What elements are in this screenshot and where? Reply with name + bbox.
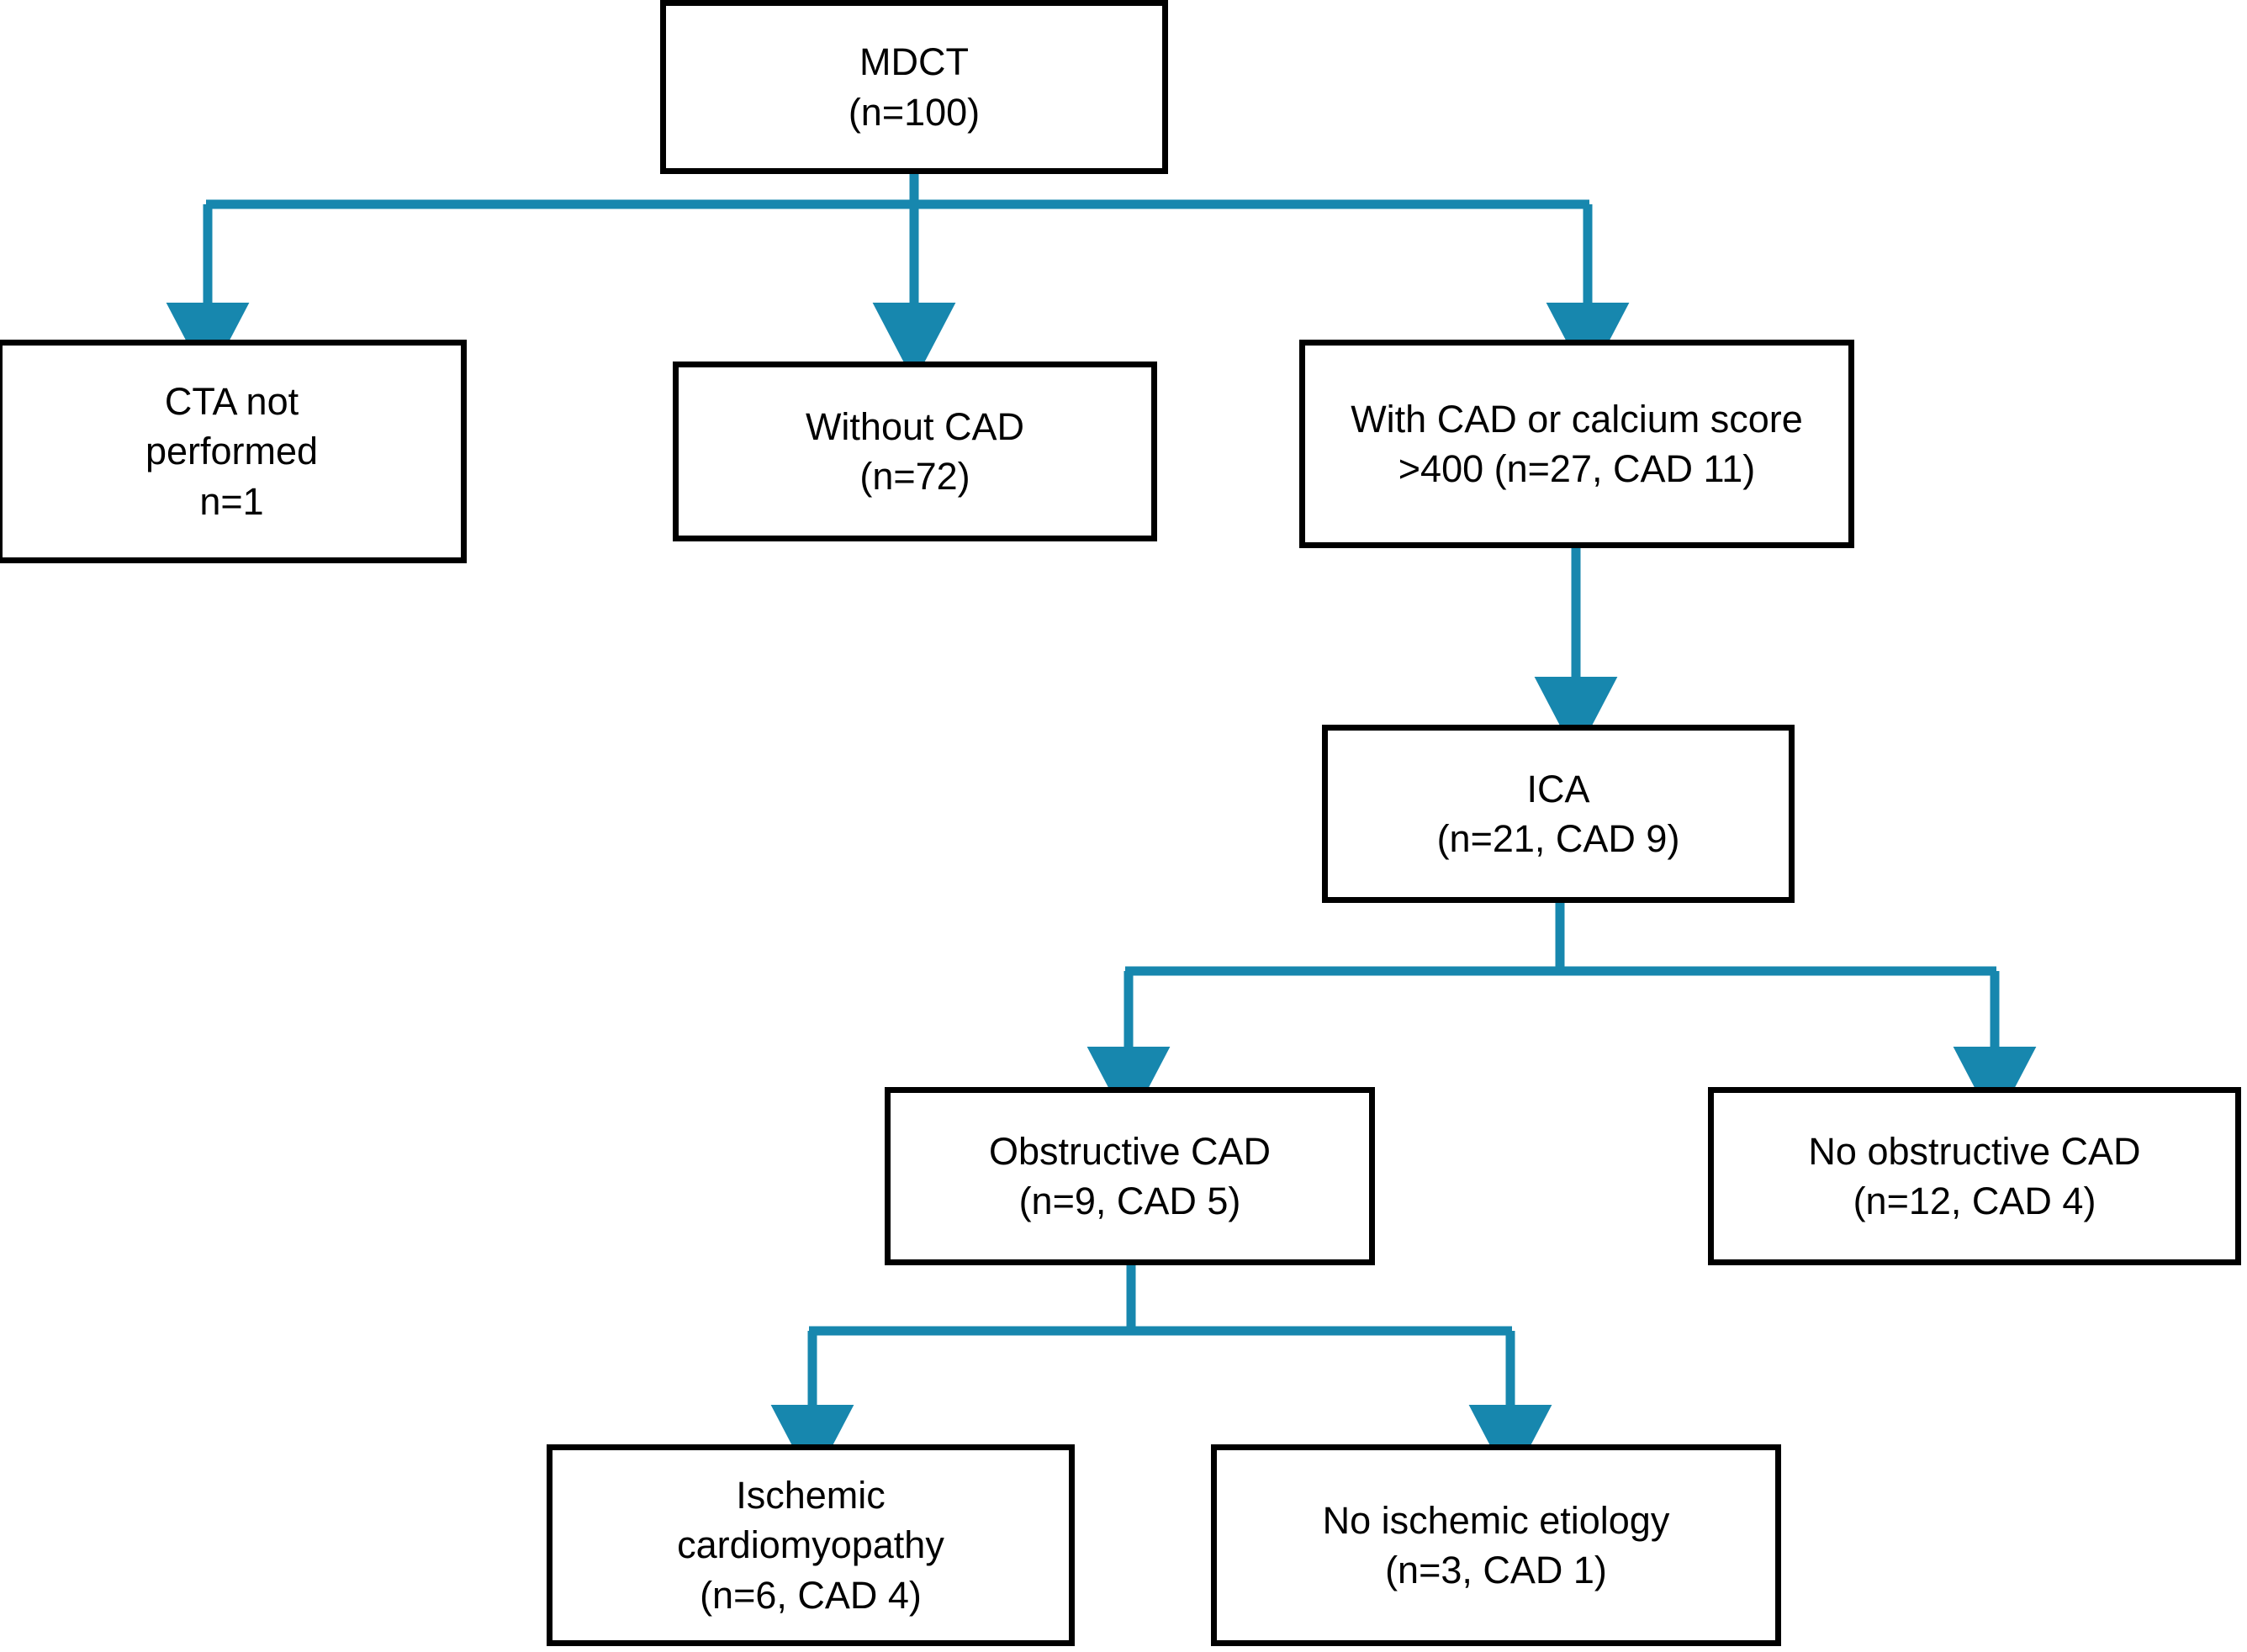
node-ica[interactable]: ICA (n=21, CAD 9) — [1322, 725, 1795, 903]
node-with-cad-or-calcium-label: With CAD or calcium score >400 (n=27, CA… — [1351, 397, 1803, 490]
node-ischemic-cardiomyopathy[interactable]: Ischemic cardiomyopathy (n=6, CAD 4) — [547, 1444, 1075, 1646]
node-obstructive-cad-label: Obstructive CAD (n=9, CAD 5) — [988, 1129, 1272, 1222]
node-with-cad-or-calcium[interactable]: With CAD or calcium score >400 (n=27, CA… — [1299, 340, 1854, 548]
node-mdct[interactable]: MDCT (n=100) — [660, 0, 1168, 174]
node-without-cad[interactable]: Without CAD (n=72) — [673, 362, 1157, 541]
node-no-ischemic-etiology[interactable]: No ischemic etiology (n=3, CAD 1) — [1211, 1444, 1781, 1646]
node-ischemic-cardiomyopathy-label: Ischemic cardiomyopathy (n=6, CAD 4) — [677, 1473, 944, 1617]
node-cta-not-performed[interactable]: CTA not performed n=1 — [0, 340, 467, 563]
node-cta-not-performed-label: CTA not performed n=1 — [145, 379, 319, 523]
node-no-obstructive-cad[interactable]: No obstructive CAD (n=12, CAD 4) — [1708, 1087, 2241, 1265]
node-ica-label: ICA (n=21, CAD 9) — [1436, 767, 1680, 860]
node-no-ischemic-etiology-label: No ischemic etiology (n=3, CAD 1) — [1322, 1498, 1670, 1591]
node-no-obstructive-cad-label: No obstructive CAD (n=12, CAD 4) — [1808, 1129, 2141, 1222]
node-mdct-label: MDCT (n=100) — [848, 40, 981, 134]
edge-obstructive-to-ischemic-cardiomyopathy — [770, 1265, 1512, 1485]
node-without-cad-label: Without CAD (n=72) — [805, 404, 1025, 498]
node-obstructive-cad[interactable]: Obstructive CAD (n=9, CAD 5) — [885, 1087, 1375, 1265]
edge-mdct-to-cta-not-performed — [166, 174, 1589, 383]
edge-ica-to-obstructive-cad — [1086, 903, 1996, 1127]
